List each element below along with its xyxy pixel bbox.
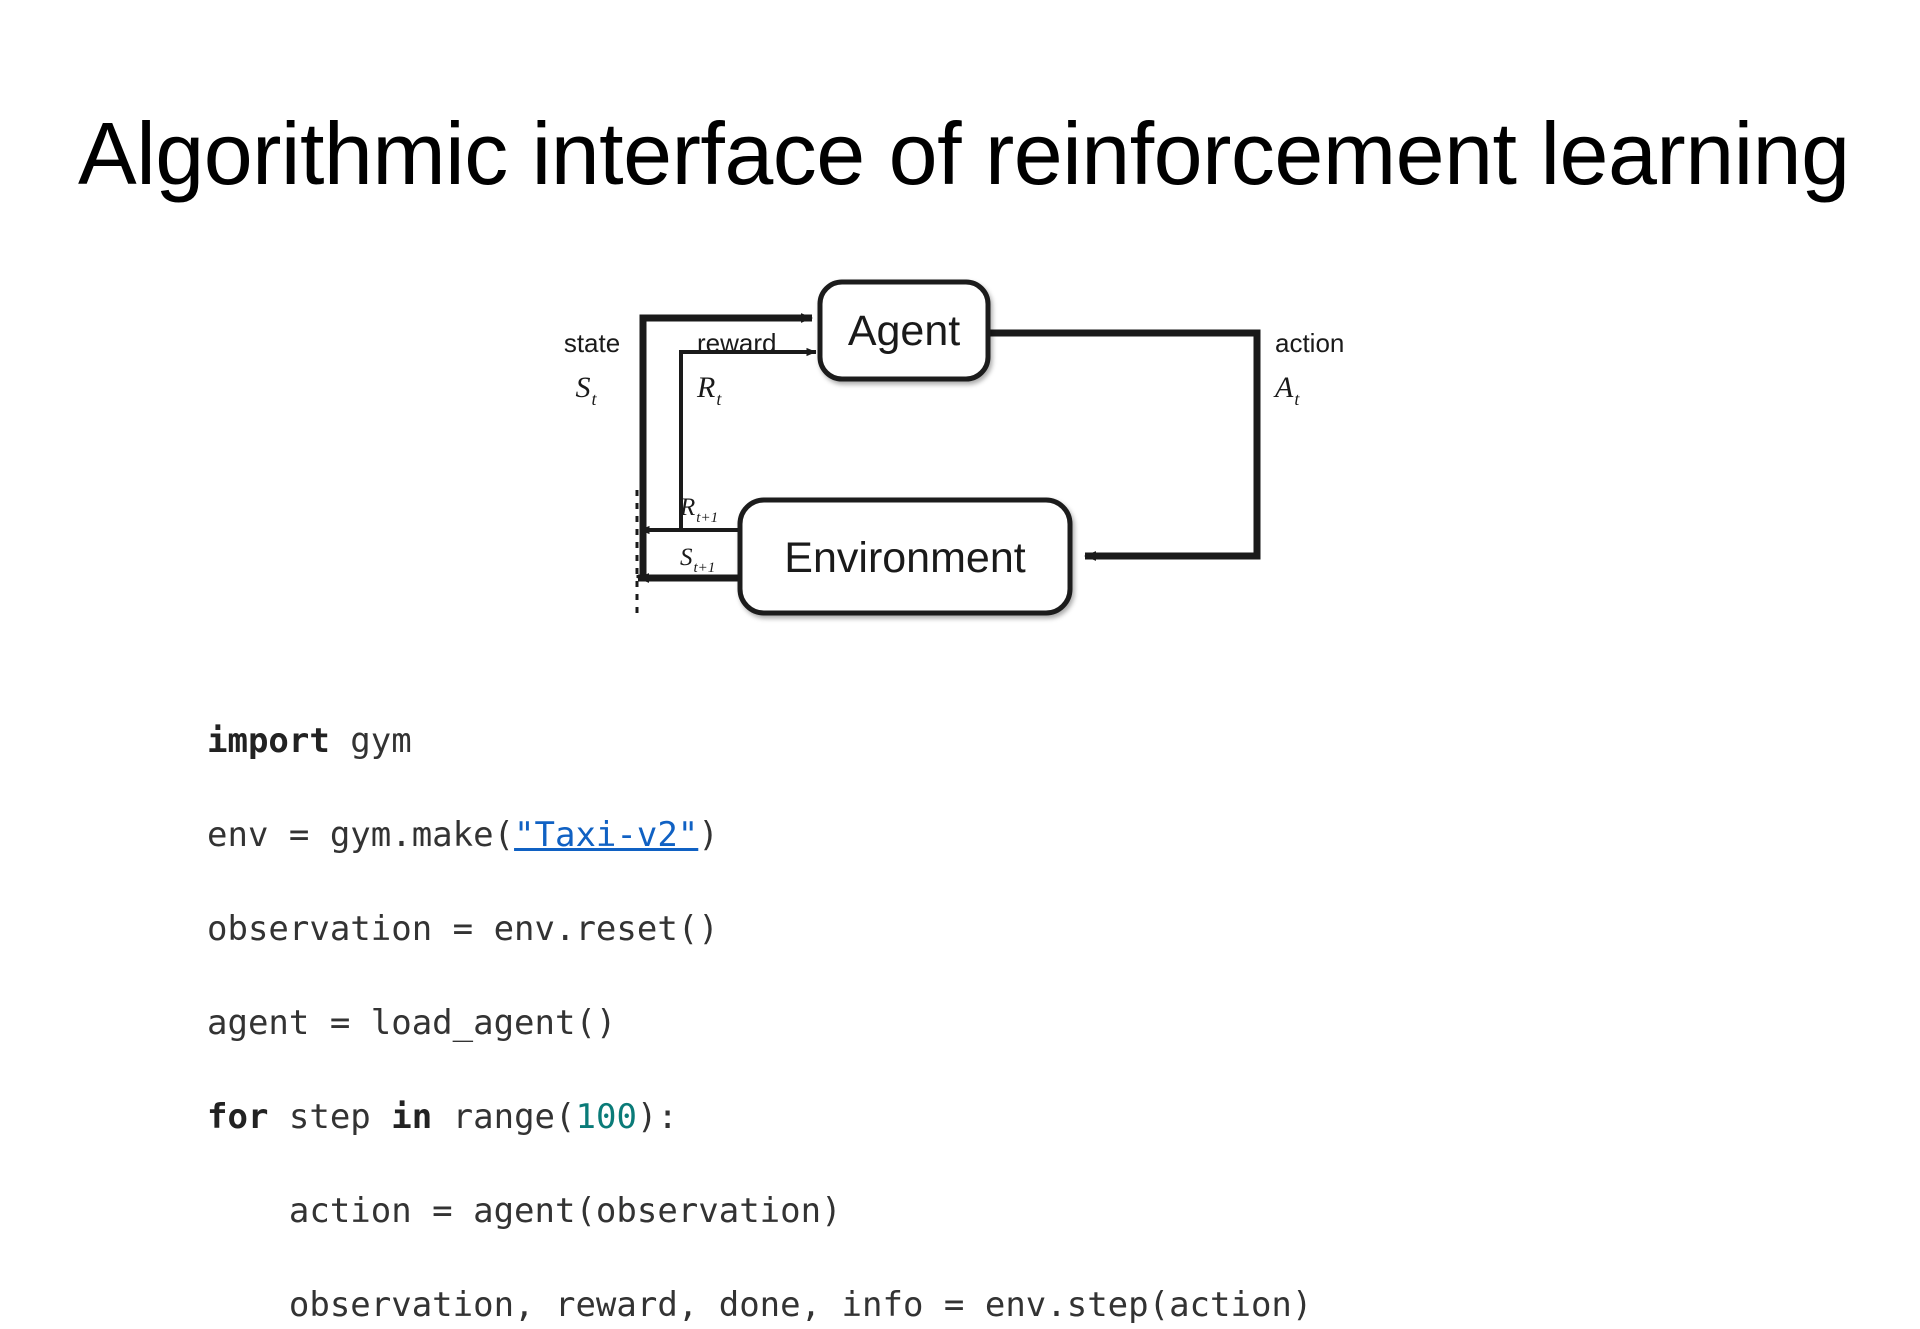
- label-state-next-symbol: St+1: [680, 544, 715, 576]
- code-line: observation = env.reset(): [207, 906, 1312, 953]
- code-text: observation, reward, done, info = env.st…: [207, 1285, 1313, 1325]
- code-text: range(: [432, 1097, 576, 1137]
- code-snippet: import gym env = gym.make("Taxi-v2") obs…: [207, 718, 1312, 1329]
- code-line: import gym: [207, 718, 1312, 765]
- code-text: observation = env.reset(): [207, 909, 719, 949]
- code-keyword: in: [391, 1097, 433, 1137]
- rl-loop-diagram: Agent Environment state St reward Rt act…: [380, 225, 1380, 645]
- node-agent: Agent: [817, 279, 991, 382]
- page-title: Algorithmic interface of reinforcement l…: [78, 103, 1850, 203]
- code-text: env = gym.make(: [207, 815, 515, 855]
- code-text: action = agent(observation): [207, 1191, 842, 1231]
- code-line: for step in range(100):: [207, 1094, 1312, 1141]
- code-line: action = agent(observation): [207, 1188, 1312, 1235]
- label-state-symbol: St: [575, 371, 597, 409]
- rl-loop-diagram-svg: Agent Environment state St reward Rt act…: [564, 279, 1344, 616]
- label-state-next: St+1: [680, 544, 715, 576]
- label-reward-symbol: Rt: [696, 371, 722, 409]
- edge-action: [988, 329, 1261, 561]
- code-text: agent = load_agent(): [207, 1003, 617, 1043]
- code-text: gym: [329, 721, 412, 761]
- code-number: 100: [575, 1097, 637, 1137]
- node-environment-label: Environment: [784, 534, 1025, 582]
- code-text: ): [698, 815, 719, 855]
- code-keyword: for: [207, 1097, 269, 1137]
- label-action: action At: [1273, 328, 1344, 409]
- label-action-word: action: [1275, 328, 1344, 358]
- code-line: env = gym.make("Taxi-v2"): [207, 812, 1312, 859]
- label-action-symbol: At: [1273, 371, 1300, 409]
- label-state-word: state: [564, 328, 620, 358]
- label-state: state St: [564, 328, 620, 409]
- code-line: observation, reward, done, info = env.st…: [207, 1282, 1313, 1329]
- node-environment: Environment: [737, 497, 1073, 616]
- code-keyword: import: [207, 721, 330, 761]
- label-reward-next: Rt+1: [679, 494, 718, 526]
- label-reward: reward Rt: [696, 328, 776, 409]
- code-line: agent = load_agent(): [207, 1000, 1312, 1047]
- node-agent-label: Agent: [848, 307, 960, 355]
- label-reward-word: reward: [697, 328, 776, 358]
- code-text: ):: [636, 1097, 678, 1137]
- label-reward-next-symbol: Rt+1: [679, 494, 718, 526]
- code-text: step: [268, 1097, 392, 1137]
- code-link-taxi-v2[interactable]: "Taxi-v2": [514, 815, 699, 855]
